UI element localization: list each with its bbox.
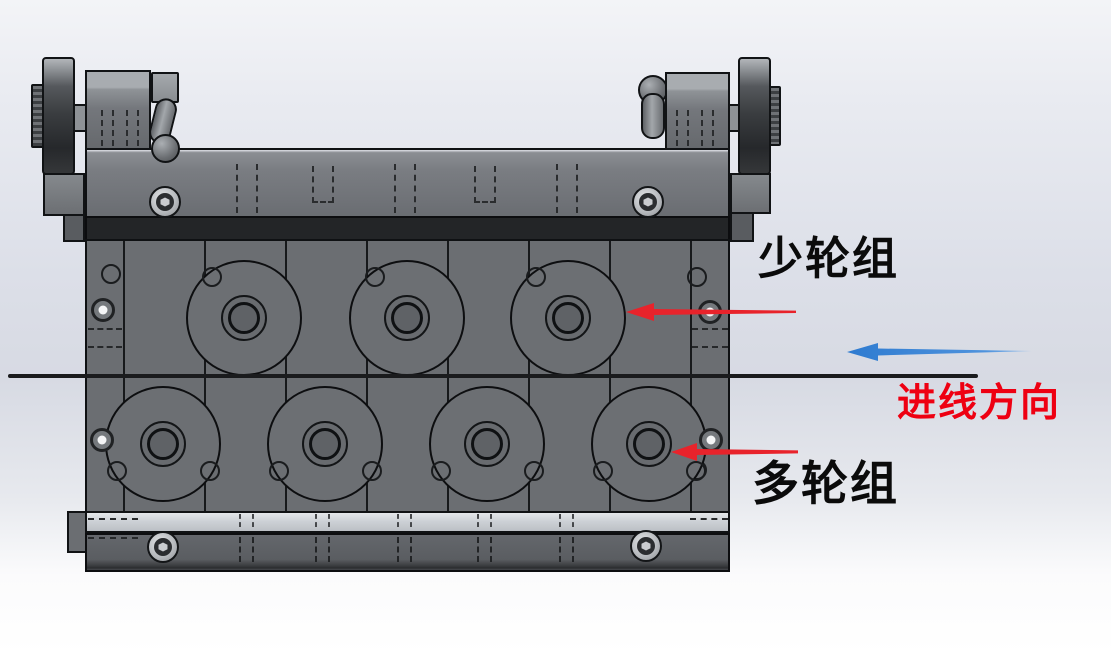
counterbore-hole (90, 428, 114, 452)
screw-hex-hole (160, 197, 170, 207)
wire-line (8, 374, 978, 378)
hidden-line (88, 518, 138, 520)
hidden-thread-mark (315, 537, 330, 562)
wheel-bore (147, 428, 179, 460)
hidden-thread-mark (239, 537, 254, 562)
left-knob-cap (31, 84, 44, 148)
hidden-thread-mark (397, 514, 412, 527)
wheel-pin-hole (686, 461, 706, 481)
wheel-bore (552, 302, 584, 334)
bottom-light-rail (85, 511, 730, 533)
wheel-pin-hole (524, 461, 544, 481)
hidden-line (692, 328, 728, 330)
socket-head-screw (632, 186, 664, 218)
left-carriage-block (85, 70, 151, 150)
hidden-thread-mark (559, 537, 574, 562)
roller-wheel-bottom (105, 386, 221, 502)
wheel-pin-hole (526, 267, 546, 287)
label-wire-direction: 进线方向 (897, 382, 1062, 425)
hidden-thread-mark (312, 166, 334, 203)
wheel-bore (228, 302, 260, 334)
hidden-thread-mark (477, 514, 492, 527)
hidden-thread-mark (477, 537, 492, 562)
socket-head-screw (149, 186, 181, 218)
arrow-wire-direction-icon (847, 343, 1032, 361)
socket-head-screw (147, 531, 179, 563)
wheel-pin-hole (362, 461, 382, 481)
left-block-hidden-hole (101, 110, 114, 146)
right-knurled-knob (738, 57, 771, 175)
screw-hex-hole (643, 197, 653, 207)
left-lever-ball (151, 134, 180, 163)
roller-wheel-bottom (267, 386, 383, 502)
screw-hex-hole (158, 542, 168, 552)
left-arrow-icon (626, 303, 796, 321)
rim-notch (101, 264, 121, 284)
left-knurled-knob (42, 57, 75, 175)
wheel-bore (633, 428, 665, 460)
rim-notch (687, 267, 707, 287)
wheel-pin-hole (200, 461, 220, 481)
socket-head-screw (630, 530, 662, 562)
hidden-thread-mark (315, 514, 330, 527)
roller-wheel-bottom (429, 386, 545, 502)
left-bearing-bracket (43, 173, 85, 216)
counterbore-hole (699, 428, 723, 452)
roller-wheel-bottom (591, 386, 707, 502)
bottom-left-tab (67, 511, 87, 553)
counterbore-hole (91, 298, 115, 322)
right-lever-handle (641, 93, 665, 139)
hidden-thread-mark (236, 164, 258, 213)
right-block-hidden-hole (676, 110, 689, 146)
left-block-hidden-hole (126, 110, 139, 146)
right-carriage-block (665, 72, 730, 150)
wheel-pin-hole (593, 461, 613, 481)
wheel-pin-hole (107, 461, 127, 481)
hidden-thread-mark (394, 164, 416, 213)
roller-wheel-top (510, 260, 626, 376)
right-bracket-step (730, 212, 754, 242)
hidden-thread-mark (397, 537, 412, 562)
wheel-pin-hole (431, 461, 451, 481)
left-bracket-step (63, 214, 85, 242)
wheel-pin-hole (365, 267, 385, 287)
label-few-wheel-group: 少轮组 (758, 233, 900, 284)
hidden-thread-mark (559, 514, 574, 527)
left-arrow-icon (847, 343, 1032, 361)
hidden-line (88, 346, 122, 348)
hidden-line (88, 537, 138, 539)
wheel-bore (309, 428, 341, 460)
wheel-pin-hole (202, 267, 222, 287)
bottom-clamp-bar (85, 533, 730, 572)
right-bearing-bracket (730, 173, 771, 214)
hidden-line (692, 346, 728, 348)
wheel-pin-hole (269, 461, 289, 481)
hidden-thread-mark (239, 514, 254, 527)
hidden-thread-mark (474, 166, 496, 203)
separator-strip (85, 216, 730, 241)
left-arrow-icon (671, 443, 798, 461)
hidden-thread-mark (556, 164, 578, 213)
wheel-bore (471, 428, 503, 460)
arrow-many-wheel-group-icon (671, 443, 798, 461)
roller-wheel-top (186, 260, 302, 376)
hidden-line (690, 518, 728, 520)
screw-hex-hole (641, 541, 651, 551)
right-knob-cap (769, 86, 781, 146)
roller-wheel-top (349, 260, 465, 376)
wheel-bore (391, 302, 423, 334)
hidden-line (88, 328, 122, 330)
arrow-few-wheel-group-icon (626, 303, 796, 321)
right-block-hidden-hole (701, 110, 714, 146)
label-many-wheel-group: 多轮组 (752, 457, 899, 510)
